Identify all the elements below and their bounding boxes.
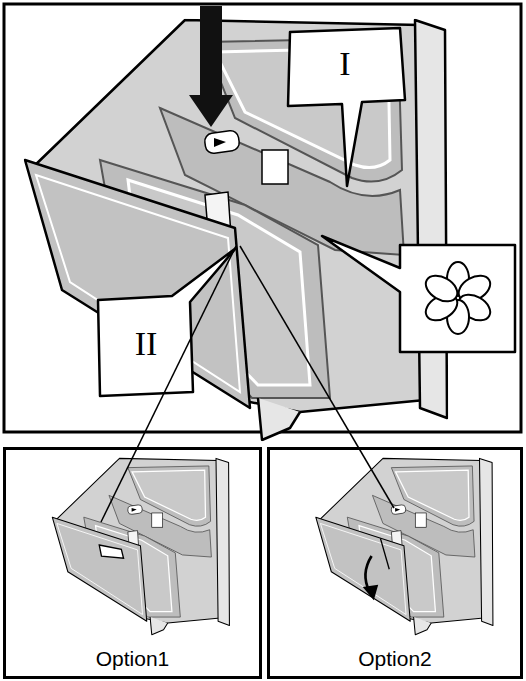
callout-label: II [131,327,162,367]
option-caption: Option1 [6,647,259,670]
option-panel: Option2 [267,447,523,679]
option-caption: Option2 [270,647,520,670]
option-panel: Option1 [3,447,262,679]
softener-symbol [421,262,494,334]
callout-label: I [335,47,355,87]
callout-number: II [135,327,158,361]
callout-number: I [339,47,350,81]
